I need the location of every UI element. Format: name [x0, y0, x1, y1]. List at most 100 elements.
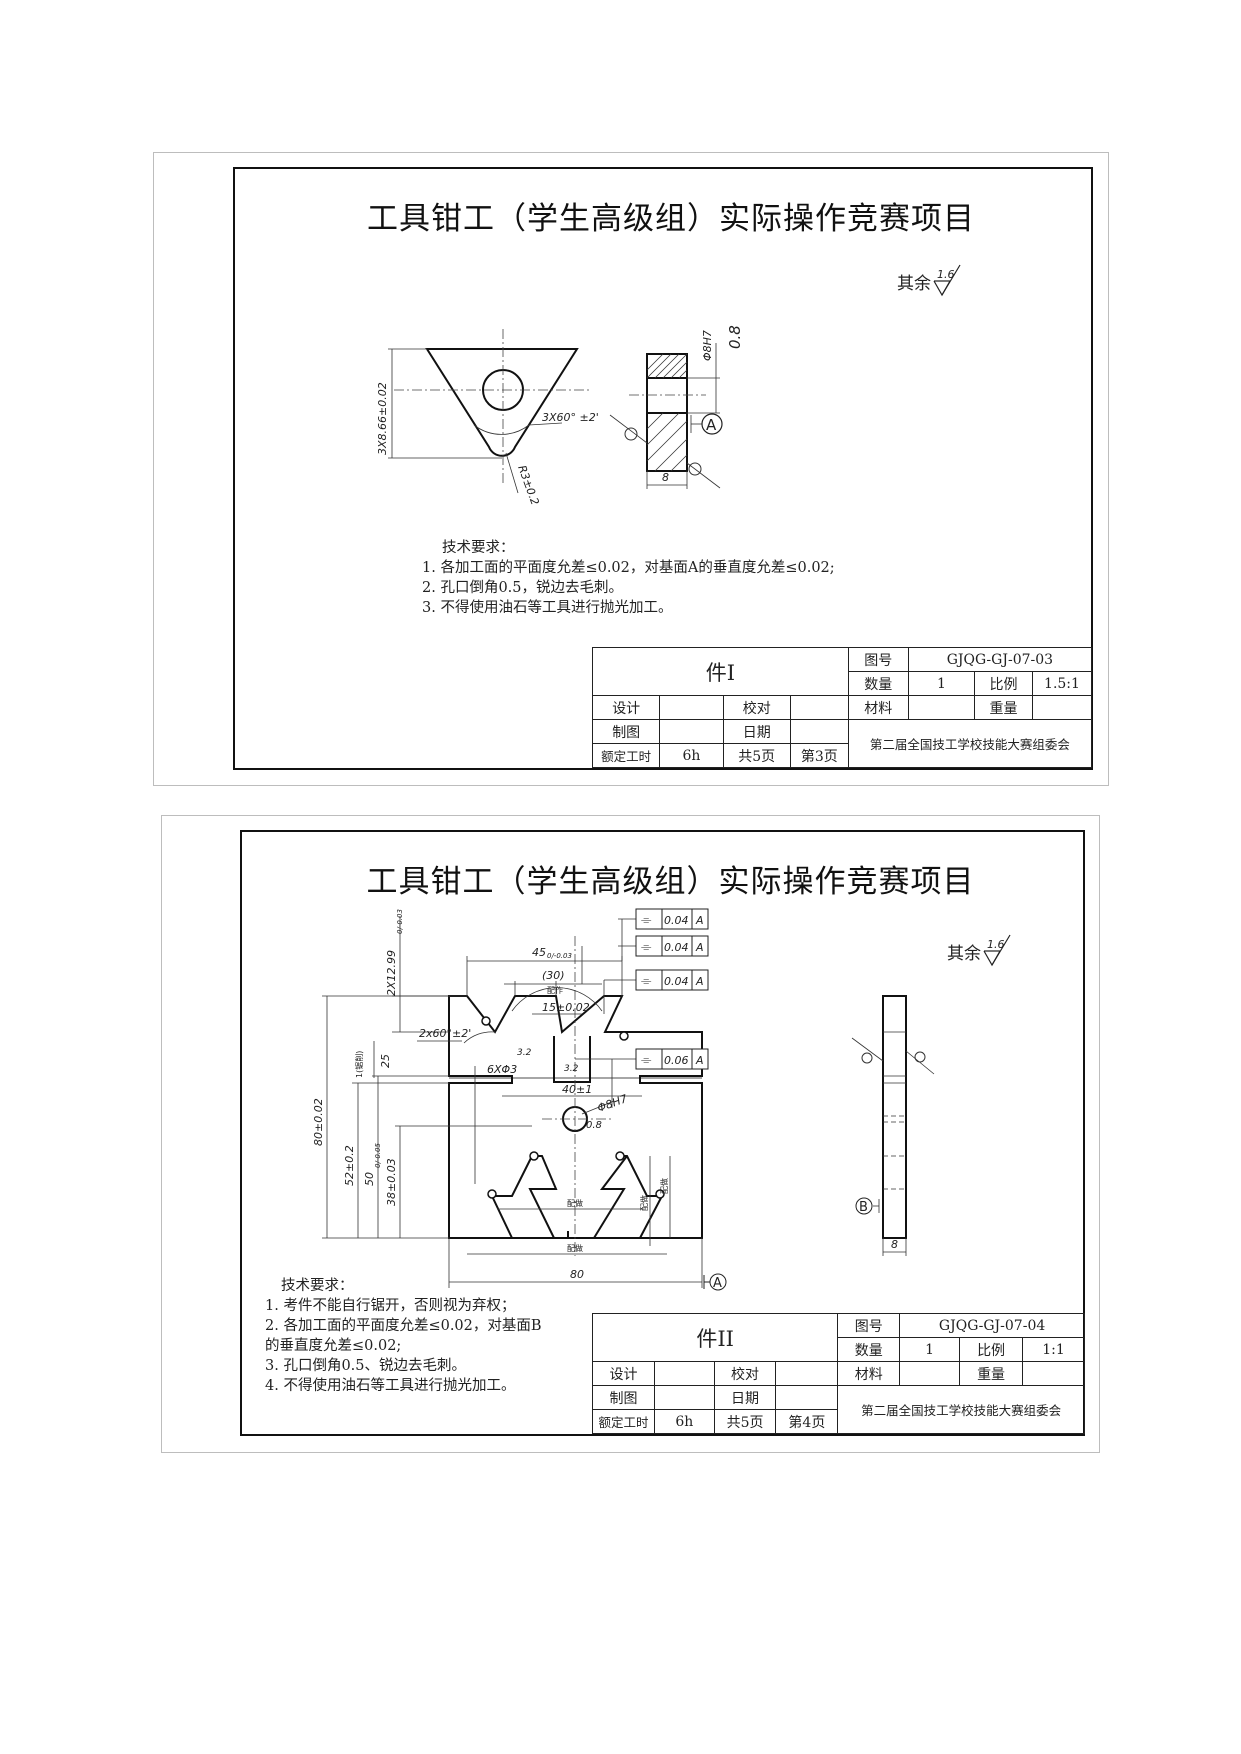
material-value [907, 695, 976, 720]
fcf-datum: A [695, 975, 704, 988]
tech-notes-1: 技术要求： 1. 各加工面的平面度允差≤0.02，对基面A的垂直度允差≤0.02… [422, 538, 835, 618]
page-number: 第4页 [775, 1409, 839, 1434]
dim-fit2: 配做 [567, 1198, 583, 1208]
notes-heading: 技术要求： [281, 1278, 354, 1294]
part-name: 件II [591, 1313, 839, 1362]
draw-label: 制图 [591, 719, 661, 744]
check-label: 校对 [713, 1361, 777, 1386]
drawing-sheet-1: 工具钳工（学生高级组）实际操作竞赛项目 其余 1.6 3X8.66±0.02 [153, 152, 1109, 786]
ra-circle-1 [624, 427, 638, 441]
drawing-sheet-2: 工具钳工（学生高级组）实际操作竞赛项目 其余 1.6 [161, 815, 1100, 1453]
check-value [775, 1361, 839, 1386]
side-view-hatch [646, 353, 688, 472]
scale: 1.5:1 [1032, 671, 1092, 696]
material-label: 材料 [837, 1361, 901, 1386]
datum-a-circle [701, 413, 723, 435]
draw-value [659, 719, 724, 744]
roughness-symbol [983, 934, 1011, 967]
dim-slot: 15±0.02 [542, 1001, 590, 1014]
note-item: 2. 各加工面的平面度允差≤0.02，对基面B [265, 1318, 542, 1334]
fcf-datum: A [695, 941, 704, 954]
dim-25: 25 [379, 1054, 392, 1068]
side-view [646, 353, 688, 472]
datum-a: A [706, 416, 717, 434]
dim-h80: 80±0.02 [312, 1098, 325, 1146]
small-holes [481, 1016, 665, 1199]
design-value [659, 695, 724, 720]
fcf-sym: ⌯ [641, 913, 652, 928]
note-item: 3. 不得使用油石等工具进行抛光加工。 [422, 600, 673, 616]
total-pages: 共5页 [713, 1409, 777, 1434]
note-item: 的垂直度允差≤0.02; [265, 1338, 402, 1354]
fcf-datum: A [695, 1054, 704, 1067]
scale-label: 比例 [974, 671, 1033, 696]
sheet-2-title: 工具钳工（学生高级组）实际操作竞赛项目 [366, 864, 975, 900]
note-item: 3. 孔口倒角0.5、锐边去毛刺。 [265, 1358, 467, 1374]
dim-top-width: 45 [532, 946, 546, 959]
scale-label: 比例 [959, 1337, 1024, 1362]
side-view-dims [609, 343, 721, 489]
material-label: 材料 [847, 695, 909, 720]
fcf-tol: 0.04 [664, 914, 689, 927]
dim-w80: 80 [570, 1268, 584, 1281]
dim-hole: Φ8H7 [701, 330, 714, 361]
title-block-2: 件II 图号 GJQG-GJ-07-04 数量 1 比例 1:1 设计 校对 材… [591, 1313, 1085, 1434]
drawing-frame-2 [240, 830, 1085, 1436]
fcf-group [635, 908, 709, 1070]
dimension-lines [388, 348, 563, 494]
note-item: 1. 各加工面的平面度允差≤0.02，对基面A的垂直度允差≤0.02; [422, 560, 835, 576]
qty: 1 [899, 1337, 961, 1362]
fcf-sym: ⌯ [641, 974, 652, 989]
dim-ra2: 3.2 [564, 1064, 579, 1074]
centerlines [394, 329, 592, 483]
dim-height12-tol: 0/-0.03 [396, 909, 404, 934]
dim-thick: 8 [662, 471, 669, 484]
time-label: 额定工时 [592, 1409, 655, 1434]
design-label: 设计 [592, 1361, 655, 1386]
dim-fit5: 配做 [659, 1178, 669, 1194]
surface-value: 1.6 [987, 938, 1005, 951]
dim-h50-tol: 0/-0.05 [374, 1143, 382, 1168]
design-value [653, 1361, 715, 1386]
note-item: 1. 考件不能自行锯开，否则视为弃权； [265, 1298, 516, 1314]
dim-fit1: 配作 [547, 985, 563, 995]
side-view [882, 995, 907, 1239]
check-value [789, 695, 849, 720]
drawing-no: GJQG-GJ-07-03 [907, 647, 1093, 672]
dim-fit3: 配做 [567, 1243, 583, 1253]
dim-fit4: 配做 [639, 1195, 649, 1211]
time: 6h [653, 1409, 715, 1434]
dim-radius: R3±0.2 [515, 464, 541, 507]
sheet-1-drawing: 其余 1.6 3X8.66±0.02 3X60° ±2' R3±0.2 [376, 264, 961, 507]
dim-kerf: 1(锯削) [354, 1051, 364, 1078]
draw-value [653, 1385, 715, 1410]
date-label: 日期 [713, 1385, 777, 1410]
dim-h38: 38±0.03 [385, 1158, 398, 1206]
tech-notes-2: 技术要求： 1. 考件不能自行锯开，否则视为弃权； 2. 各加工面的平面度允差≤… [265, 1276, 542, 1396]
title-block-1: 件I 图号 GJQG-GJ-07-03 数量 1 比例 1.5:1 设计 校对 … [591, 647, 1093, 768]
part-name: 件I [592, 647, 849, 696]
check-label: 校对 [722, 695, 791, 720]
date-value [789, 719, 849, 744]
page-number: 第3页 [789, 743, 849, 768]
notes-heading: 技术要求： [442, 540, 515, 556]
dim-angle: 3X60° ±2' [542, 411, 599, 424]
dim-ref30: (30) [542, 969, 565, 982]
material-value [899, 1361, 961, 1386]
dimension-lines [322, 916, 703, 1288]
dim-side: 3X8.66±0.02 [376, 382, 389, 455]
dim-holes: 6XΦ3 [487, 1063, 517, 1076]
fcf-sym: ⌯ [641, 1053, 652, 1068]
datum-a: A [713, 1276, 722, 1291]
organizer: 第二届全国技工学校技能大赛组委会 [837, 1385, 1085, 1434]
dim-ra3: 0.8 [586, 1120, 602, 1131]
dim-top-width-tol: 0/-0.03 [547, 952, 572, 960]
scale: 1:1 [1022, 1337, 1085, 1362]
weight-value [1022, 1361, 1085, 1386]
drawing-no: GJQG-GJ-07-04 [899, 1313, 1085, 1338]
roughness-symbol [933, 264, 961, 297]
dim-h52: 52±0.2 [343, 1145, 356, 1186]
sheet-2-drawing: 其余 1.6 [312, 908, 1011, 1291]
time: 6h [659, 743, 724, 768]
drawing-no-label: 图号 [837, 1313, 901, 1338]
